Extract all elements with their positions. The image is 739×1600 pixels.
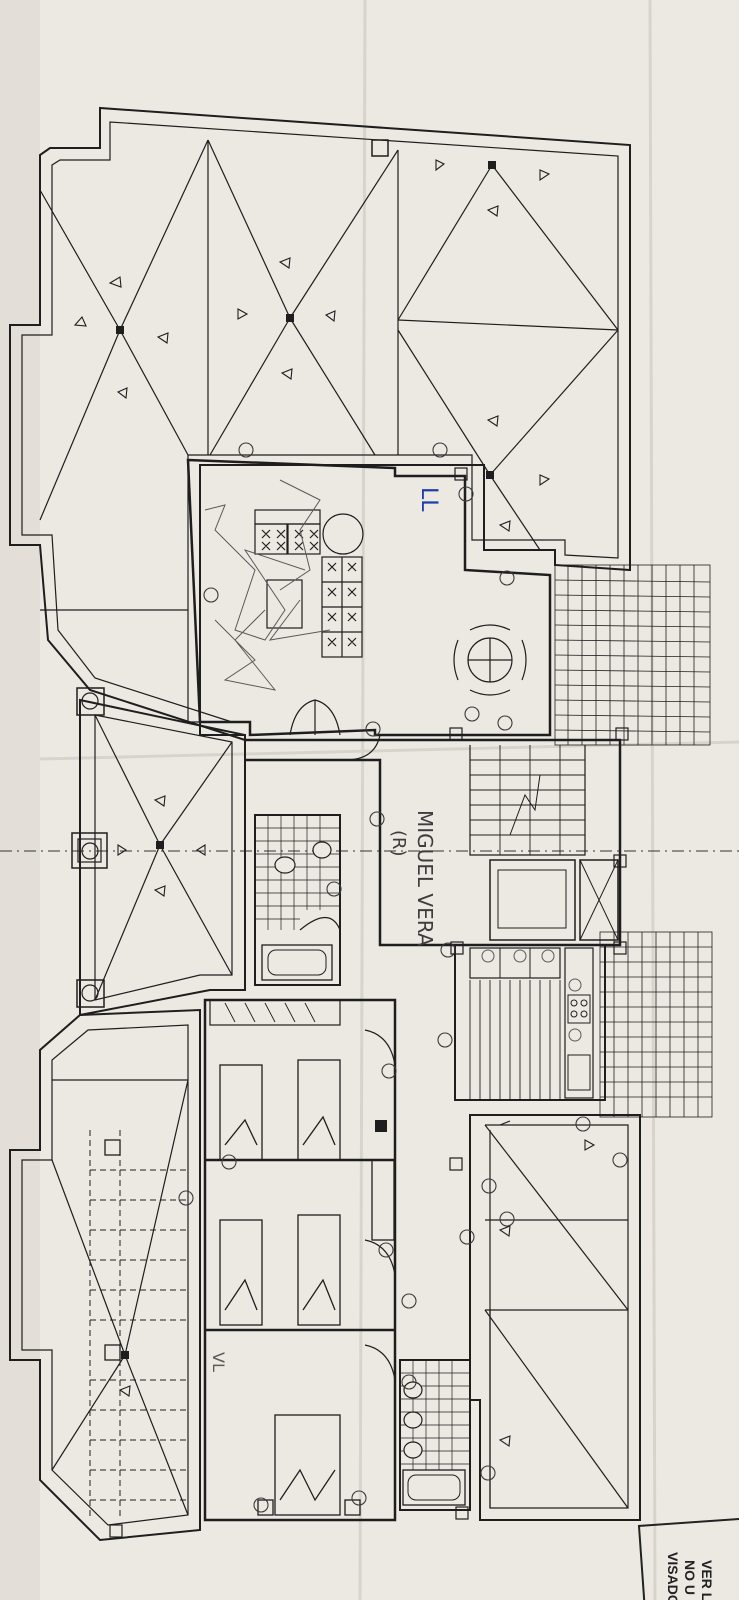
room-mark: VL [209,1352,228,1372]
owner-name: MIGUEL VERA [413,810,437,947]
chimney-bottom [76,979,105,1008]
stamp-line-3: VER L [699,1560,715,1600]
sofa-right [321,556,363,658]
stamp-line-1: VISADO [665,1552,681,1600]
fold-shadow [0,0,40,1600]
bathroom-2 [399,1359,471,1511]
terrace-tiles-middle [599,931,713,1118]
lift-shaft [489,859,576,941]
visado-stamp: VISADO NO U VER L [637,1517,739,1600]
bathroom-1 [254,814,341,986]
dining-table [453,624,527,696]
owner-annotation: MIGUEL VERA (R) LL [388,487,441,947]
lower-left-roof [9,1008,201,1542]
blue-pen-mark: LL [416,487,441,512]
owner-mark: (R) [388,830,409,857]
bedroom-1-beds [219,1059,387,1161]
stamp-line-2: NO U [682,1560,698,1595]
chimney-top [76,687,105,716]
master-bed [257,1414,361,1516]
chimney-centre [71,832,108,869]
bedrooms-block [203,998,397,1522]
terrace-tiles-top [554,564,711,746]
lower-right-roof [469,1114,641,1521]
kitchen-pencil-notes [481,949,582,1042]
living-double-door [289,699,341,736]
kitchen [454,944,606,1101]
round-side-table [322,513,364,555]
electrical-symbols [178,442,628,1513]
middle-roof-block [71,687,246,1017]
top-roof-block [9,106,631,742]
bedroom-2-beds [219,1159,395,1326]
coffee-table [266,579,303,629]
junction-boxes [109,467,629,1538]
living-room [186,458,552,737]
pencil-scribbles [204,479,331,691]
